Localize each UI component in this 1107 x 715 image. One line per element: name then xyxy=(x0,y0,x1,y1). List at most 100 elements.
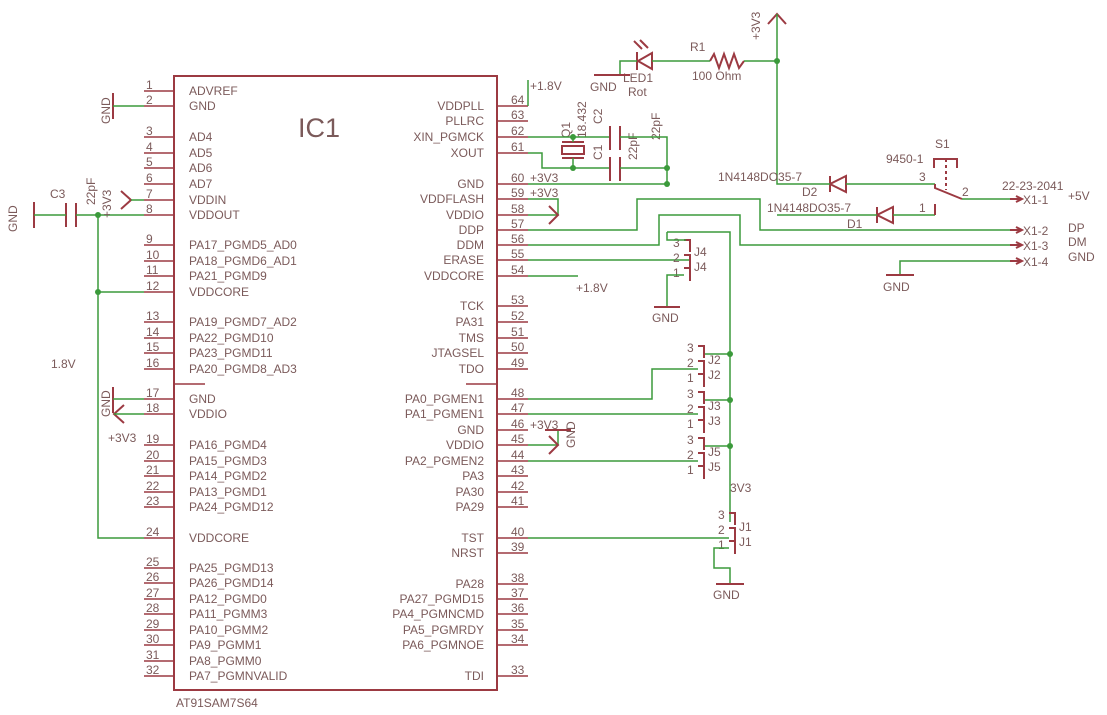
ddp-wire xyxy=(528,198,1010,231)
gnd-label: GND xyxy=(99,390,113,417)
pin-number: 34 xyxy=(511,632,525,646)
j4-gnd-wire xyxy=(666,274,684,307)
s1-name: S1 xyxy=(935,137,950,151)
pin-label: PA21_PGMD9 xyxy=(189,269,267,283)
v33-label: +3V3 xyxy=(100,189,114,218)
pin-number: 55 xyxy=(511,247,525,261)
pin-label: DDP xyxy=(459,223,484,237)
gnd-label: GND xyxy=(590,80,617,94)
ddm-wire xyxy=(528,214,1010,246)
c1-name: C1 xyxy=(591,144,605,160)
x1-signal-dp: DP xyxy=(1068,221,1085,235)
pin-number: 53 xyxy=(511,293,525,307)
pin-number: 22 xyxy=(146,479,160,493)
pin-label: PA30 xyxy=(456,485,485,499)
pin-label: TMS xyxy=(459,331,484,345)
j1-gnd-wire xyxy=(713,547,731,584)
pin-label: PA29 xyxy=(456,500,485,514)
led1-value: Rot xyxy=(628,85,647,99)
c1-capacitor: C1 22pF xyxy=(591,113,663,181)
pin-number: 4 xyxy=(146,140,153,154)
gnd-symbol-pin2: GND xyxy=(99,93,144,124)
ic1-pin-left: 23 PA24_PGMD12 xyxy=(144,494,274,514)
junction xyxy=(95,289,101,295)
v33-symbol-top: +3V3 xyxy=(749,11,787,40)
pin-label: VDDIO xyxy=(446,438,484,452)
gnd-symbol-x1: GND xyxy=(883,274,914,294)
pin-number: 2 xyxy=(146,93,153,107)
pin-number: 57 xyxy=(511,217,525,231)
v33-label: +3V3 xyxy=(530,418,559,432)
pin-number: 40 xyxy=(511,525,525,539)
pin-label: PA3 xyxy=(462,469,484,483)
gnd-symbol-pin46 xyxy=(548,435,560,455)
pin-number: 45 xyxy=(511,432,525,446)
pin-label: VDDPLL xyxy=(437,99,484,113)
pin-number: 59 xyxy=(511,186,525,200)
pin-label: PA24_PGMD12 xyxy=(189,500,274,514)
q1-value: 18.432 xyxy=(575,101,589,138)
j4-name: J4 xyxy=(694,260,707,274)
pin-label: PA11_PGMM3 xyxy=(189,607,268,621)
pin-label: JTAGSEL xyxy=(432,346,485,360)
pin-number: 23 xyxy=(146,494,160,508)
pin-number: 1 xyxy=(146,78,153,92)
pin-number: 60 xyxy=(511,171,525,185)
pin-label: PLLRC xyxy=(445,114,484,128)
pin-number: 24 xyxy=(146,525,160,539)
pin-number: 33 xyxy=(511,663,525,677)
x1-signal-gnd: GND xyxy=(1068,250,1095,264)
x1-3-label: X1-3 xyxy=(1023,239,1049,253)
gnd-symbol-j1: GND xyxy=(713,583,744,602)
pin-number: 29 xyxy=(146,617,160,631)
pin-label: PA28 xyxy=(456,577,485,591)
pin-label: PA12_PGMD0 xyxy=(189,592,267,606)
pin-label: PA19_PGMD7_AD2 xyxy=(189,315,297,329)
v33-top-wire xyxy=(776,14,808,185)
x1-gnd-wire xyxy=(899,260,1010,275)
svg-text:2: 2 xyxy=(687,356,694,370)
q1-name: Q1 xyxy=(559,122,573,138)
v18-label: +1.8V xyxy=(576,281,608,295)
j5-name: J5 xyxy=(708,445,721,459)
pin-number: 61 xyxy=(511,140,525,154)
c3-value: 22pF xyxy=(84,178,98,205)
pin-number: 3 xyxy=(146,124,153,138)
j5-name: J5 xyxy=(708,460,721,474)
vddflash-wire xyxy=(528,198,559,216)
c1-value: 22pF xyxy=(649,113,663,140)
pin-number: 12 xyxy=(146,279,160,293)
junction xyxy=(570,165,576,171)
pin-number: 58 xyxy=(511,202,525,216)
pin-number: 26 xyxy=(146,570,160,584)
j4-jumper: 3 2 1 J4 J4 xyxy=(673,236,707,281)
pin-label: GND xyxy=(457,177,484,191)
pin-number: 11 xyxy=(146,263,159,277)
s1-switch: S1 9450-1 3 2 1 xyxy=(886,137,969,215)
pin-label: TDO xyxy=(459,362,484,376)
ic1-pin-right: 57 DDP xyxy=(459,217,528,237)
pin-number: 10 xyxy=(146,248,160,262)
j2-name: J2 xyxy=(708,353,721,367)
pin-label: PA22_PGMD10 xyxy=(189,331,274,345)
v33-symbol-pin18: +3V3 xyxy=(108,404,144,445)
gnd-label: GND xyxy=(564,421,578,448)
pin-number: 32 xyxy=(146,663,160,677)
